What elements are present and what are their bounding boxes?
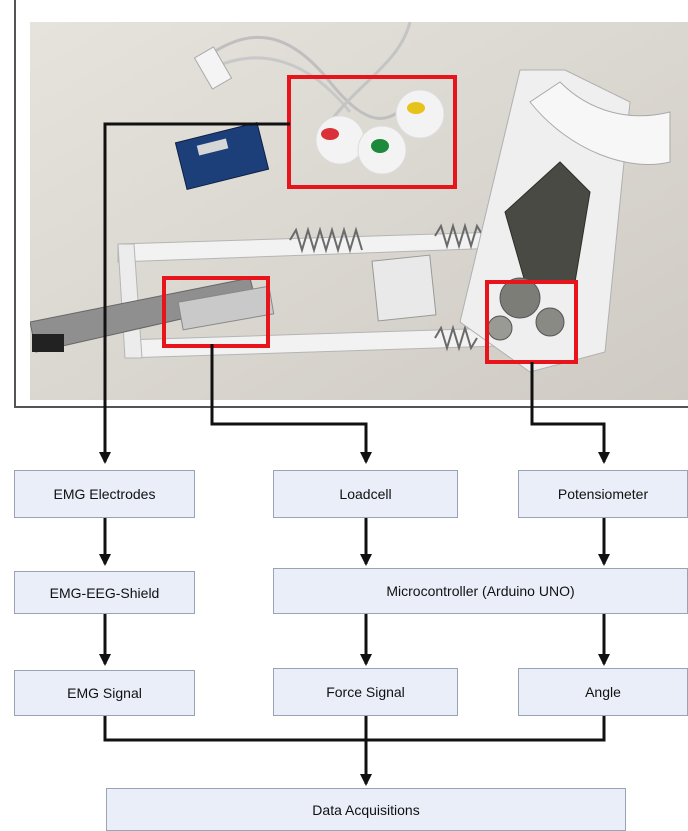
connector-plug <box>193 46 233 90</box>
loadcell-label: Loadcell <box>339 486 392 502</box>
emg-signal-label: EMG Signal <box>67 685 142 701</box>
microcontroller-label: Microcontroller (Arduino UNO) <box>386 583 575 599</box>
cable <box>328 22 412 123</box>
force-signal-box: Force Signal <box>273 668 458 716</box>
microcontroller-box: Microcontroller (Arduino UNO) <box>273 568 688 614</box>
emg-eeg-shield-label: EMG-EEG-Shield <box>49 584 160 601</box>
loadcell-box: Loadcell <box>273 470 458 518</box>
emg-electrodes-box: EMG Electrodes <box>14 470 195 518</box>
device-photo <box>30 22 688 400</box>
merge-line <box>103 716 606 742</box>
data-acquisitions-box: Data Acquisitions <box>106 788 626 831</box>
arm-cuff <box>529 81 671 165</box>
angle-box: Angle <box>518 668 688 716</box>
spring <box>289 222 484 352</box>
angle-label: Angle <box>585 684 621 700</box>
motor <box>504 161 591 283</box>
breadboard <box>371 254 437 322</box>
emg-signal-box: EMG Signal <box>14 670 195 716</box>
electrode <box>315 115 365 165</box>
emg-eeg-shield-box: EMG-EEG-Shield <box>14 571 195 614</box>
gear <box>535 307 565 337</box>
electrode <box>395 89 445 139</box>
gear <box>499 277 541 319</box>
force-signal-label: Force Signal <box>326 684 405 700</box>
potentiometer-box: Potensiometer <box>518 470 688 518</box>
emg-electrodes-label: EMG Electrodes <box>53 486 156 502</box>
potentiometer-label: Potensiometer <box>557 486 649 502</box>
data-acquisitions-label: Data Acquisitions <box>312 801 420 818</box>
cable <box>204 56 352 113</box>
